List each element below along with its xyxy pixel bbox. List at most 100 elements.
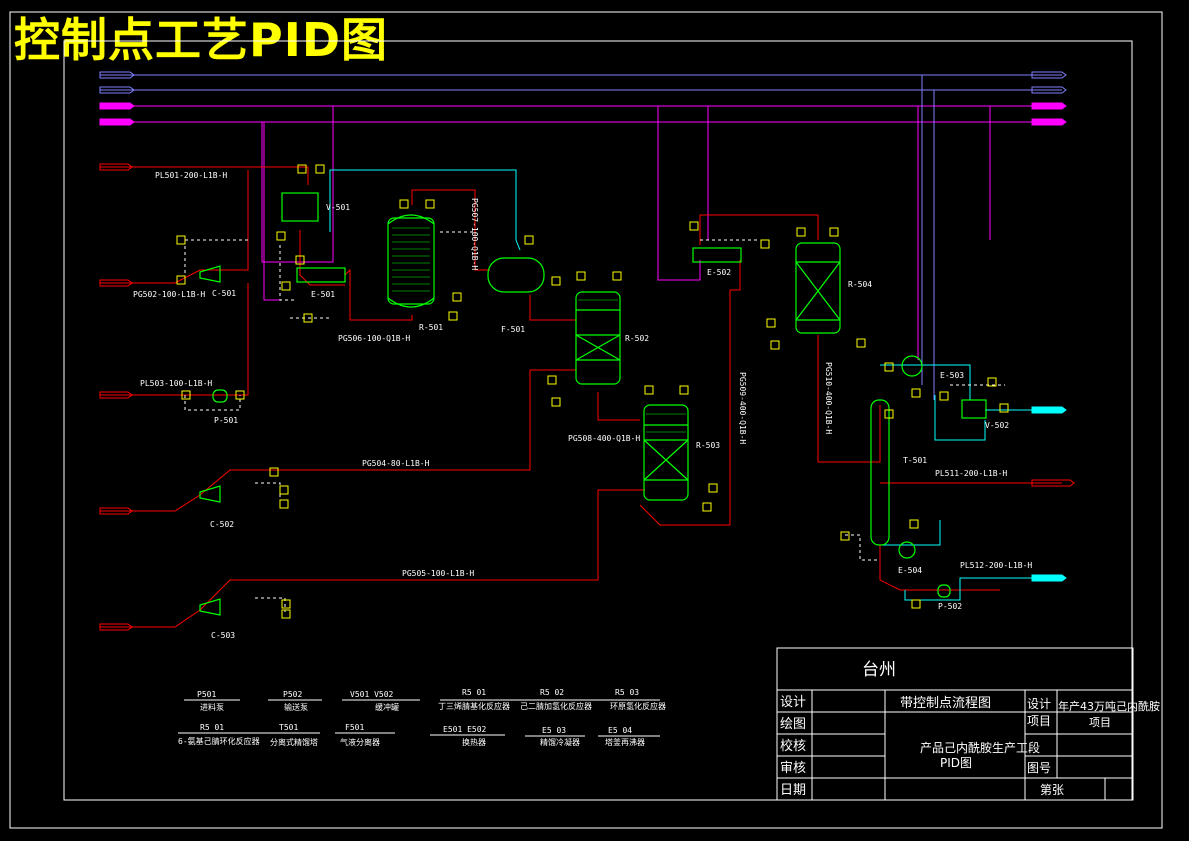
tag-e504: E-504	[898, 566, 922, 575]
label-pg509: PG509-400-Q1B-H	[738, 372, 747, 444]
utility-tag-left-4	[99, 118, 135, 126]
label-pl501: PL501-200-L1B-H	[155, 171, 227, 180]
title-block	[776, 647, 1134, 801]
row-check: 校核	[780, 738, 806, 754]
c503-compressor	[199, 598, 221, 616]
e502-exchanger	[692, 247, 742, 263]
tag-v501: V-501	[326, 203, 350, 212]
tag-t501: T-501	[903, 456, 927, 465]
label-pg510: PG510-400-Q1B-H	[824, 362, 833, 434]
project-label-1: 设计	[1027, 697, 1051, 711]
line-labels: PL501-200-L1B-H PG502-100-L1B-H PL503-10…	[133, 171, 1032, 578]
line-pg504	[100, 369, 576, 512]
tag-c503: C-503	[211, 631, 235, 640]
product-line2: PID图	[940, 756, 972, 770]
equipment	[199, 192, 987, 616]
utility-tag-left-1	[99, 71, 135, 79]
legend-code: R5 03	[615, 688, 639, 697]
r504-reactor	[795, 242, 841, 334]
legend-code: R5 01	[200, 723, 224, 732]
line-pg505	[100, 489, 645, 628]
e501-exchanger	[296, 267, 346, 283]
legend-code: V501 V502	[350, 690, 394, 699]
label-pg504: PG504-80-L1B-H	[362, 459, 430, 468]
row-draw: 绘图	[780, 717, 806, 732]
label-pg507: PG507-100-Q1B-H	[470, 198, 479, 270]
legend-name: 换热器	[462, 737, 486, 747]
t501-column	[870, 399, 890, 546]
r502-reactor	[575, 291, 621, 385]
instruments	[176, 164, 1009, 619]
line-e502-r504	[699, 214, 819, 245]
tag-r503: R-503	[696, 441, 720, 450]
legend-name: 塔釜再沸器	[605, 737, 645, 747]
legend-code: R5 01	[462, 688, 486, 697]
line-e503-v502	[880, 364, 971, 400]
tag-e501: E-501	[311, 290, 335, 299]
legend-name: 进料泵	[200, 702, 224, 712]
c502-compressor	[199, 485, 221, 503]
line-f501-r502	[529, 295, 576, 321]
r501-head	[387, 214, 435, 225]
inner-border	[63, 40, 1133, 801]
utility-tag-right-1	[1031, 71, 1067, 79]
utility-tag-right-4	[1031, 118, 1067, 126]
label-pg508: PG508-400-Q1B-H	[568, 434, 640, 443]
r503-reactor	[643, 404, 689, 501]
legend-code: F501	[345, 723, 364, 732]
row-design: 设计	[780, 695, 806, 710]
terminal-arrows	[99, 163, 1075, 631]
process-lines	[100, 166, 1062, 628]
c501-compressor	[199, 265, 221, 283]
legend-name: 环原氢化反应器	[610, 701, 666, 711]
outer-border	[9, 11, 1163, 829]
equipment-tags: V-501 E-501 C-501 P-501 R-501 F-501 E-50…	[210, 203, 1009, 640]
tag-f501: F-501	[501, 325, 525, 334]
line-pl501	[100, 166, 309, 185]
legend-name: 6-氨基己腈环化反应器	[178, 736, 260, 746]
line-pg502	[100, 170, 249, 284]
drawing-title: 控制点工艺PID图	[14, 13, 389, 67]
tag-p501: P-501	[214, 416, 238, 425]
equipment-legend: P501 进料泵 P502 输送泵 V501 V502 缓冲罐 R5 01 丁三…	[178, 688, 666, 747]
p502-pump	[937, 584, 951, 598]
tag-c502: C-502	[210, 520, 234, 529]
tag-e502: E-502	[707, 268, 731, 277]
product-line1: 产品己内酰胺生产工段	[920, 740, 1040, 755]
e504-reboiler	[898, 541, 916, 559]
legend-code: P502	[283, 690, 302, 699]
title-block-text: 台州 设计 绘图 校核 审核 日期 带控制点流程图 产品己内酰胺生产工段 PID…	[780, 660, 1160, 798]
project-value-1: 年产43万吨己内酰胺	[1058, 699, 1160, 713]
v502-vessel	[961, 399, 987, 419]
legend-code: E501 E502	[443, 725, 487, 734]
legend-name: 输送泵	[284, 702, 308, 712]
tag-p502: P-502	[938, 602, 962, 611]
legend-name: 精馏冷凝器	[540, 737, 580, 747]
tag-r501: R-501	[419, 323, 443, 332]
line-v501-top	[329, 169, 521, 251]
row-review: 审核	[780, 761, 806, 776]
legend-code: P501	[197, 690, 216, 699]
label-pg505: PG505-100-L1B-H	[402, 569, 474, 578]
label-pg502: PG502-100-L1B-H	[133, 290, 205, 299]
label-pl503: PL503-100-L1B-H	[140, 379, 212, 388]
p501-pump	[212, 389, 228, 403]
signal-lines	[184, 231, 1005, 612]
line-v501-e501	[299, 230, 345, 286]
v501-vessel	[281, 192, 319, 222]
line-pg509	[639, 260, 741, 526]
legend-name: 丁三烯腈基化反应器	[438, 701, 510, 711]
legend-name: 气液分离器	[340, 737, 380, 747]
project-value-2: 项目	[1089, 716, 1111, 729]
legend-code: E5 03	[542, 726, 566, 735]
tag-e503: E-503	[940, 371, 964, 380]
utility-tag-right-2	[1031, 86, 1067, 94]
utility-tag-left-2	[99, 86, 135, 94]
label-pl512: PL512-200-L1B-H	[960, 561, 1032, 570]
legend-name: 分离式精馏塔	[270, 737, 318, 747]
line-r502-r503	[597, 392, 640, 421]
r501-reactor	[387, 217, 435, 305]
utility-tag-right-3	[1031, 102, 1067, 110]
line-pl503	[100, 283, 249, 396]
